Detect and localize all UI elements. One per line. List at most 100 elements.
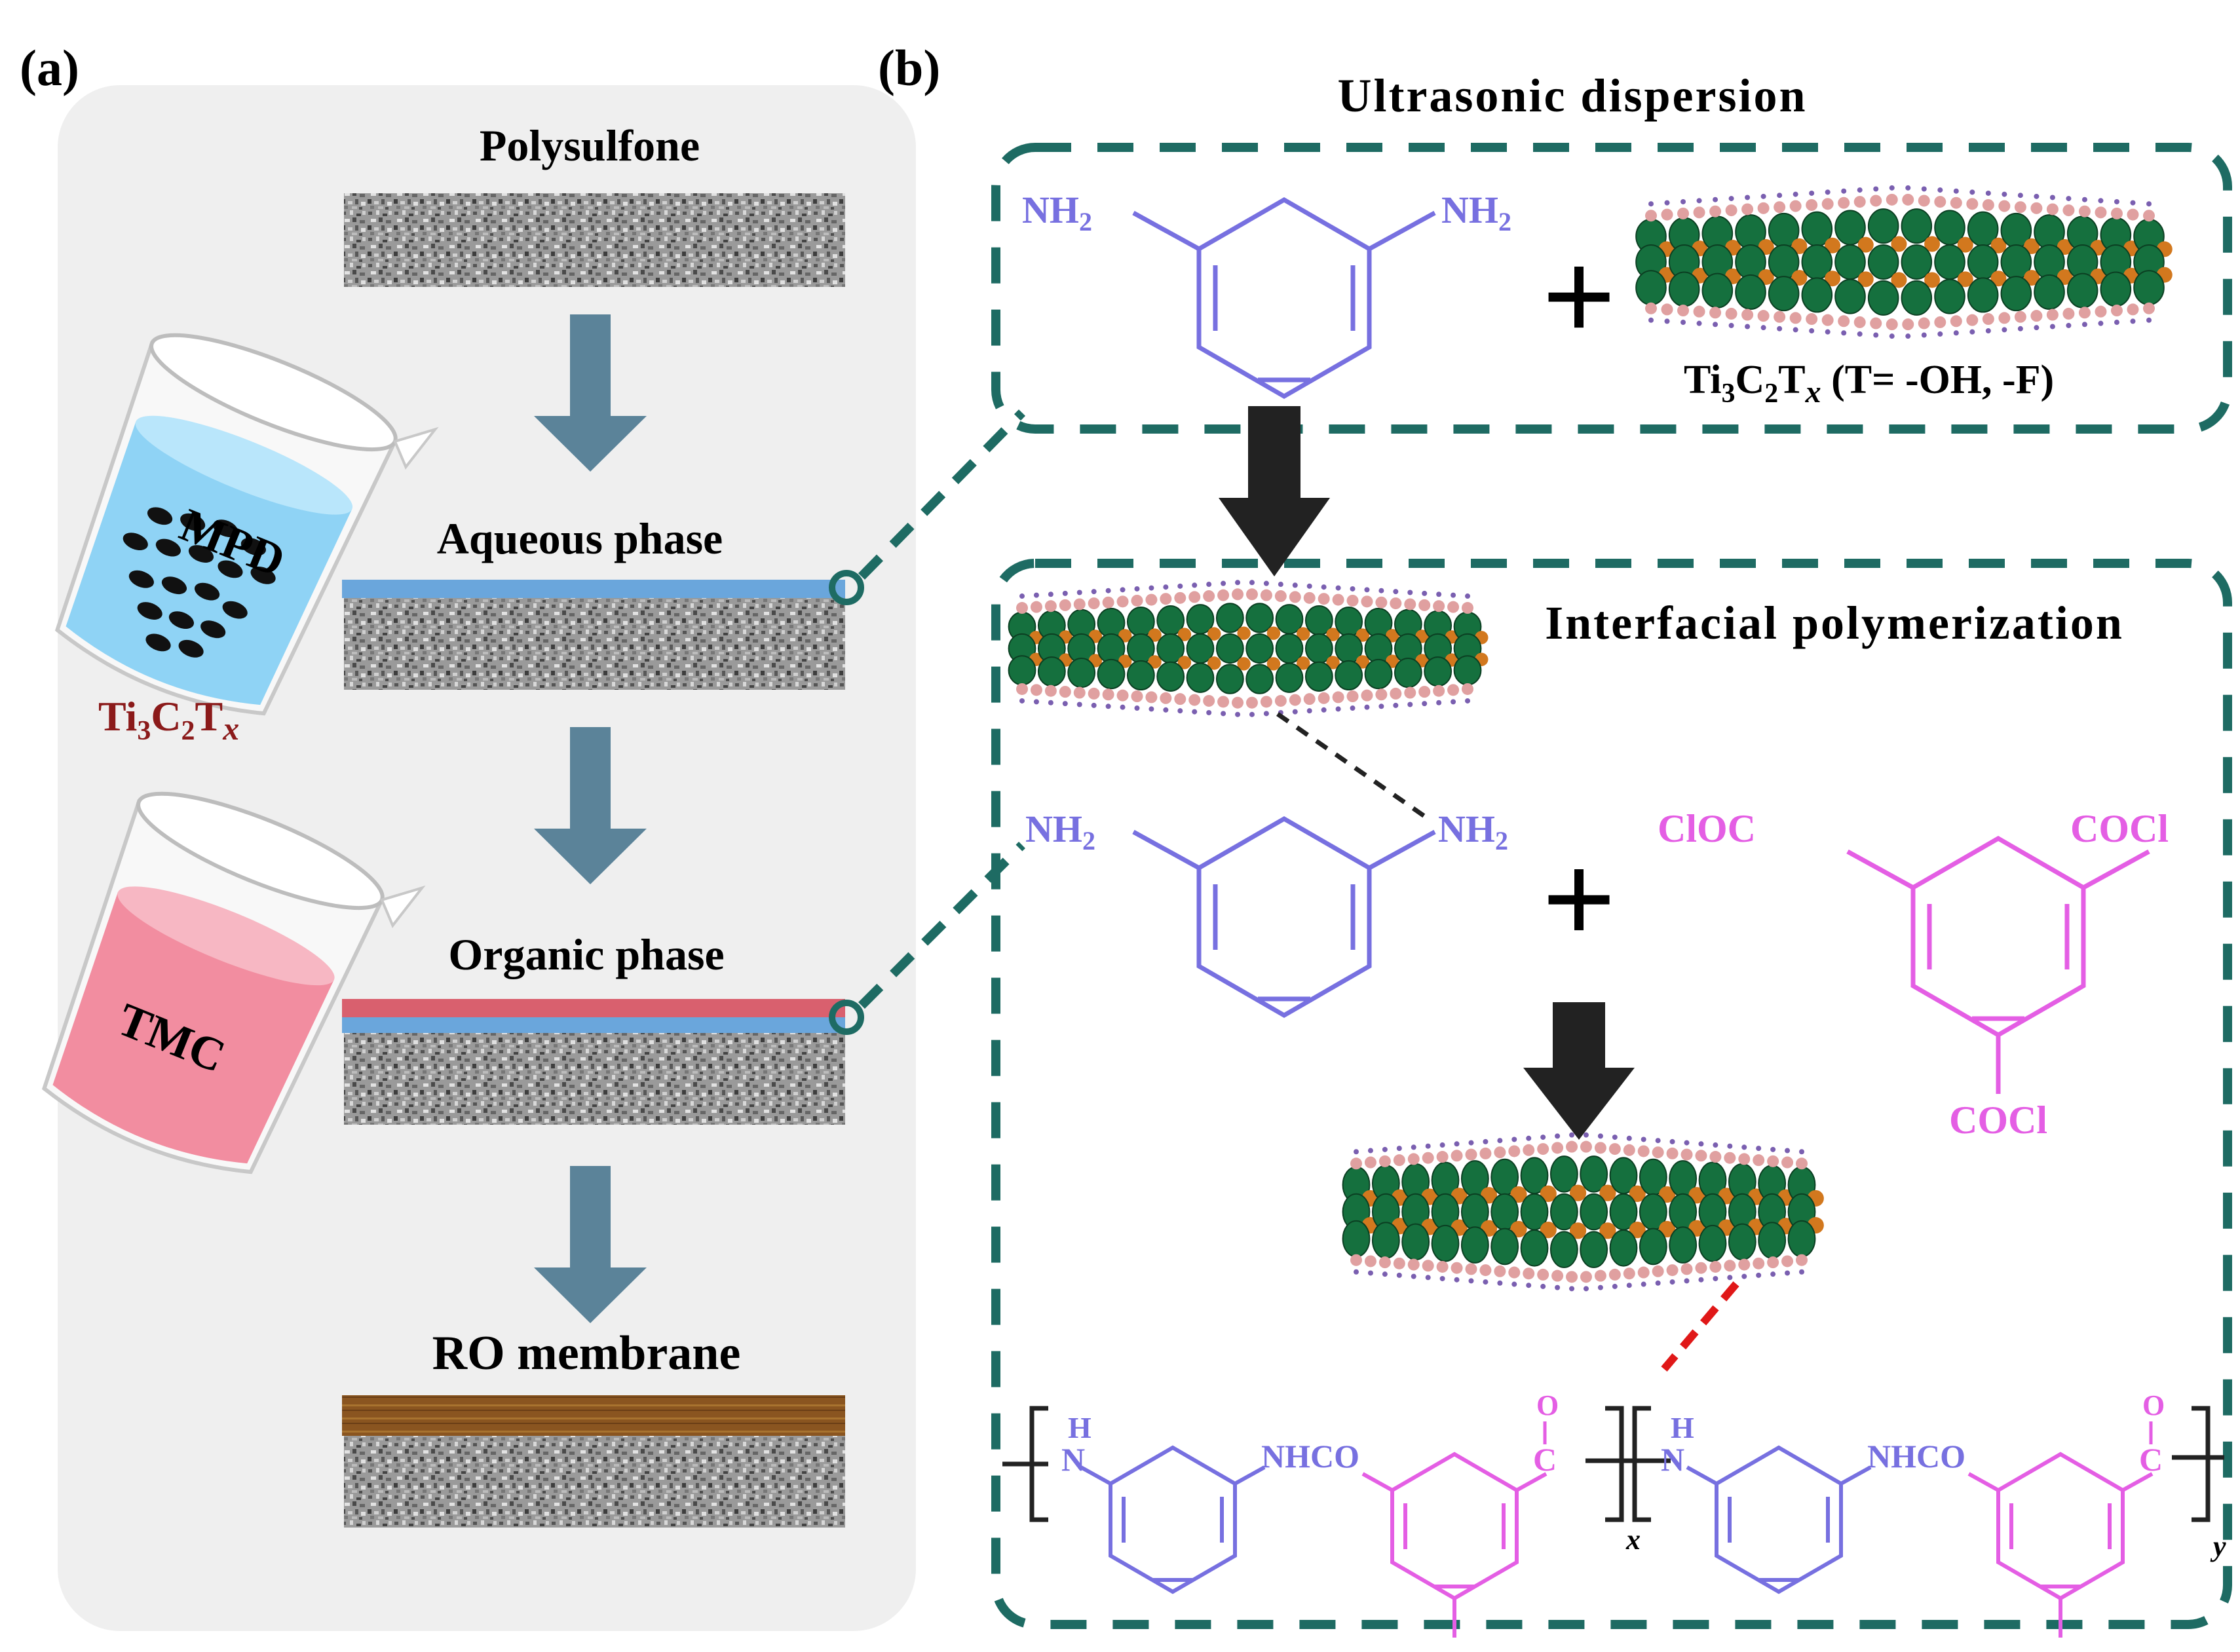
particle-13 (222, 601, 248, 619)
termination-top-h (1148, 585, 1154, 591)
unit2-tmc-ring (1967, 1452, 2154, 1638)
termination-bottom (1608, 1268, 1621, 1281)
c-atom (1924, 236, 1941, 252)
termination-top (1693, 206, 1705, 219)
termination-top (1789, 200, 1802, 212)
c-atom (1629, 1185, 1646, 1202)
unit1-tmc-ring (1361, 1452, 1547, 1638)
c-atom (1540, 1222, 1557, 1239)
termination-top (2030, 202, 2043, 214)
termination-bottom-h (1425, 1275, 1431, 1281)
termination-bottom (1966, 314, 1979, 326)
termination-bottom-h (1626, 1283, 1632, 1288)
termination-top (1274, 590, 1287, 603)
termination-top-h (1756, 1146, 1762, 1152)
ti-atom (1215, 603, 1244, 633)
unit1-nhco: NHCO (1261, 1438, 1359, 1474)
ti-atom (1394, 658, 1422, 688)
termination-top-h (1454, 1141, 1460, 1147)
termination-top-h (1382, 1146, 1388, 1152)
termination-top (1436, 1151, 1449, 1163)
termination-bottom-h (1799, 1269, 1804, 1275)
termination-top (1637, 1145, 1650, 1157)
c-atom (1207, 627, 1221, 641)
termination-bottom-h (1411, 1273, 1416, 1279)
termination-bottom (1950, 315, 1962, 328)
ti-atom (1424, 656, 1452, 687)
termination-bottom-h (1062, 701, 1068, 707)
c-atom (1177, 656, 1192, 669)
termination-bottom-h (2017, 326, 2023, 331)
ti-atom (1067, 658, 1096, 688)
termination-bottom-h (1857, 331, 1863, 337)
termination-top (1966, 198, 1979, 210)
ti-atom (1801, 277, 1833, 313)
termination-top-h (2130, 200, 2136, 206)
termination-top (1465, 1148, 1477, 1161)
unit2-mpd-ring (1686, 1445, 1872, 1594)
ti-atom (2133, 270, 2165, 306)
ti-atom (1371, 1222, 1400, 1259)
termination-bottom-h (1407, 702, 1413, 707)
c-atom (1990, 271, 2007, 287)
plus-sign-1: + (1542, 225, 1616, 369)
termination-top (1594, 1142, 1606, 1154)
termination-bottom-h (1497, 1280, 1503, 1286)
ti-atom (1097, 658, 1126, 690)
termination-bottom (1131, 690, 1143, 703)
ti-atom (2100, 271, 2132, 307)
polysulfone-label: Polysulfone (480, 121, 700, 170)
plus-sign-2: + (1542, 827, 1616, 972)
termination-top-h (2146, 201, 2152, 207)
formula-b-x: x (1805, 375, 1821, 409)
termination-top-h (1540, 1135, 1546, 1140)
termination-top-h (1728, 196, 1734, 202)
termination-bottom-h (1655, 1280, 1661, 1286)
particle-7 (188, 545, 214, 563)
mxene-sheet-1 (1635, 185, 2173, 339)
termination-top (1390, 597, 1402, 610)
termination-top (1289, 591, 1301, 603)
termination-top-h (1120, 587, 1126, 593)
termination-top-h (1367, 1148, 1373, 1154)
nhco-label: NHCO (1867, 1438, 1965, 1474)
termination-top (1566, 1140, 1578, 1153)
termination-bottom-h (1841, 330, 1847, 336)
termination-bottom-h (1048, 700, 1054, 705)
bracket-mid (1585, 1406, 1671, 1522)
termination-top-h (1033, 592, 1039, 598)
termination-top (1088, 597, 1100, 610)
termination-top (2127, 208, 2139, 221)
termination-bottom-h (1511, 1281, 1517, 1287)
termination-top-h (1664, 200, 1670, 206)
termination-top-h (1669, 1138, 1675, 1144)
c-atom (1569, 1184, 1587, 1201)
bracket-left (1002, 1406, 1048, 1522)
termination-top (2046, 203, 2059, 216)
termination-bottom (1709, 1260, 1722, 1273)
tmc-cocl-right: COCl (2070, 807, 2169, 850)
termination-top-h (1953, 188, 1959, 194)
particle-1 (147, 507, 173, 525)
termination-bottom (1404, 686, 1416, 699)
c-atom (1540, 1185, 1557, 1202)
termination-bottom (1479, 1264, 1492, 1277)
termination-bottom (1753, 1257, 1765, 1269)
termination-top (1934, 196, 1946, 208)
formula-a-t: T (195, 693, 223, 740)
termination-bottom-h (1727, 1275, 1733, 1281)
termination-top-h (2114, 198, 2119, 204)
c-atom (1356, 628, 1370, 642)
termination-top (1364, 1156, 1376, 1169)
termination-bottom (1451, 1262, 1463, 1274)
termination-bottom-h (1937, 331, 1943, 337)
c-atom (1957, 271, 1973, 288)
c-atom (1207, 656, 1221, 670)
termination-top (1870, 195, 1882, 207)
termination-top-h (1221, 580, 1226, 586)
termination-top-h (1335, 585, 1341, 591)
termination-bottom (1886, 318, 1898, 331)
formula-a-x: x (222, 710, 239, 747)
termination-bottom-h (1454, 1277, 1460, 1283)
mpd-molecule-1 (1132, 197, 1436, 400)
